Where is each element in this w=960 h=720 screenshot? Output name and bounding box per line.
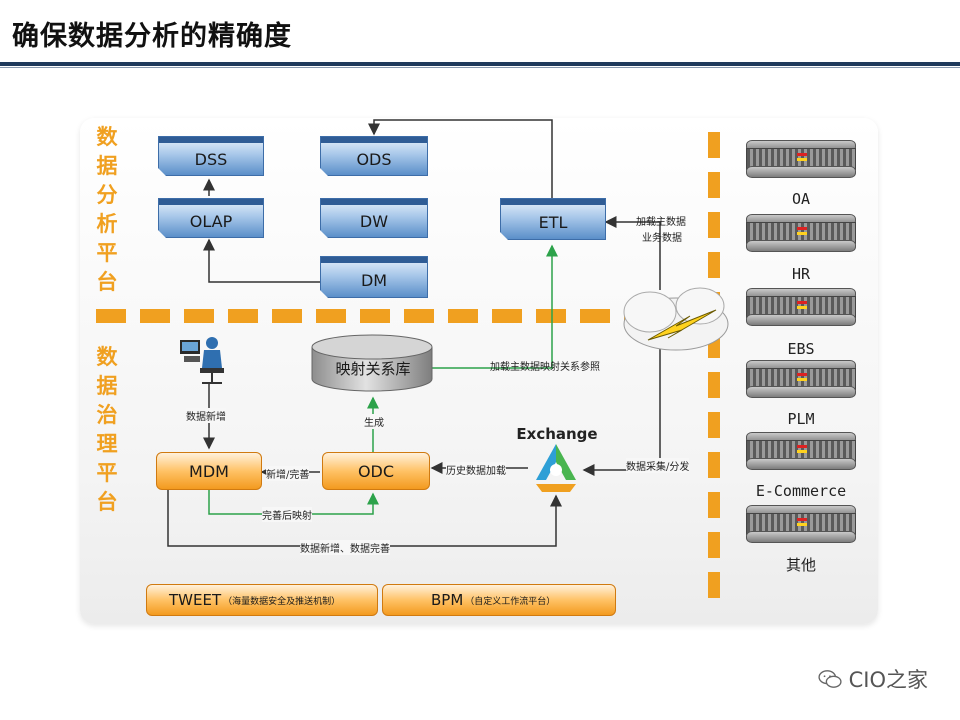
- exchange-icon: [536, 444, 576, 492]
- ods-box: ODS: [320, 136, 428, 176]
- analysis-char: 析: [96, 211, 118, 236]
- tweet-note: （海量数据安全及推送机制）: [223, 596, 341, 607]
- analysis-char: 据: [96, 153, 118, 178]
- edge-label-data-add: 数据新增: [186, 408, 226, 423]
- odc-label: ODC: [357, 461, 395, 481]
- wechat-icon: [818, 670, 842, 688]
- network-cloud-icon: [623, 287, 729, 351]
- server-icon: [746, 360, 856, 398]
- system-label-other: 其他: [785, 556, 816, 574]
- system-label-ebs: EBS: [787, 340, 815, 358]
- server-icon: [746, 505, 856, 543]
- olap-label: OLAP: [189, 211, 233, 231]
- server-icon: [746, 288, 856, 326]
- analysis-char: 数: [96, 124, 118, 149]
- system-label-hr: HR: [791, 265, 811, 283]
- governance-char: 数: [96, 344, 118, 369]
- brand-watermark: CIO之家: [817, 664, 928, 694]
- dm-box: DM: [320, 256, 428, 298]
- mdm-label: MDM: [189, 461, 229, 481]
- tweet-label: TWEET: [169, 591, 222, 609]
- mdm-box: MDM: [156, 452, 262, 490]
- server-icon: [746, 432, 856, 470]
- edge-label-add-complete: 新增/完善: [266, 466, 310, 481]
- analysis-char: 平: [96, 240, 118, 265]
- user-workstation-icon: [180, 337, 224, 384]
- governance-platform-label: 数 据 治 理 平 台: [94, 342, 120, 516]
- edge-label-load-master: 加载主数据: [636, 217, 686, 228]
- governance-char: 据: [96, 373, 118, 398]
- edge-label-collect-distribute: 数据采集/分发: [626, 458, 690, 473]
- edge-label-history-load: 历史数据加载: [446, 462, 506, 477]
- governance-char: 平: [96, 460, 118, 485]
- exchange-label: Exchange: [516, 425, 598, 443]
- etl-box: ETL: [500, 198, 606, 240]
- server-icon: [746, 140, 856, 178]
- governance-char: 台: [96, 489, 118, 514]
- server-icon: [746, 214, 856, 252]
- title-rule: [0, 62, 960, 66]
- edge-label-generate: 生成: [364, 414, 384, 429]
- tweet-box: TWEET （海量数据安全及推送机制）: [146, 584, 378, 616]
- edge-label-complete-map: 完善后映射: [262, 507, 312, 522]
- analysis-char: 分: [96, 182, 118, 207]
- bpm-label: BPM: [431, 591, 464, 609]
- etl-label: ETL: [538, 212, 568, 232]
- ods-label: ODS: [356, 149, 392, 169]
- bpm-box: BPM （自定义工作流平台）: [382, 584, 616, 616]
- title-rule-thin: [0, 67, 960, 68]
- system-label-ecommerce: E-Commerce: [755, 482, 847, 500]
- dm-label: DM: [360, 270, 388, 290]
- olap-box: OLAP: [158, 198, 264, 238]
- dw-label: DW: [359, 211, 389, 231]
- edge-label-data-add-complete: 数据新增、数据完善: [300, 540, 390, 555]
- brand-label: CIO之家: [848, 668, 928, 692]
- system-label-oa: OA: [791, 190, 811, 208]
- mapping-db-label: 映射关系库: [335, 359, 411, 378]
- analysis-char: 台: [96, 269, 118, 294]
- analysis-platform-label: 数 据 分 析 平 台: [94, 122, 120, 296]
- mapping-db-cylinder: [311, 334, 433, 392]
- page-title: 确保数据分析的精确度: [12, 21, 292, 52]
- system-label-plm: PLM: [787, 410, 815, 428]
- edge-label-business-data: 业务数据: [642, 233, 682, 244]
- edge-label-load-mapping: 加载主数据映射关系参照: [490, 362, 600, 373]
- dw-box: DW: [320, 198, 428, 238]
- bpm-note: （自定义工作流平台）: [465, 596, 556, 607]
- dss-label: DSS: [194, 149, 228, 169]
- governance-char: 治: [96, 402, 118, 427]
- odc-box: ODC: [322, 452, 430, 490]
- dss-box: DSS: [158, 136, 264, 176]
- governance-char: 理: [96, 431, 118, 456]
